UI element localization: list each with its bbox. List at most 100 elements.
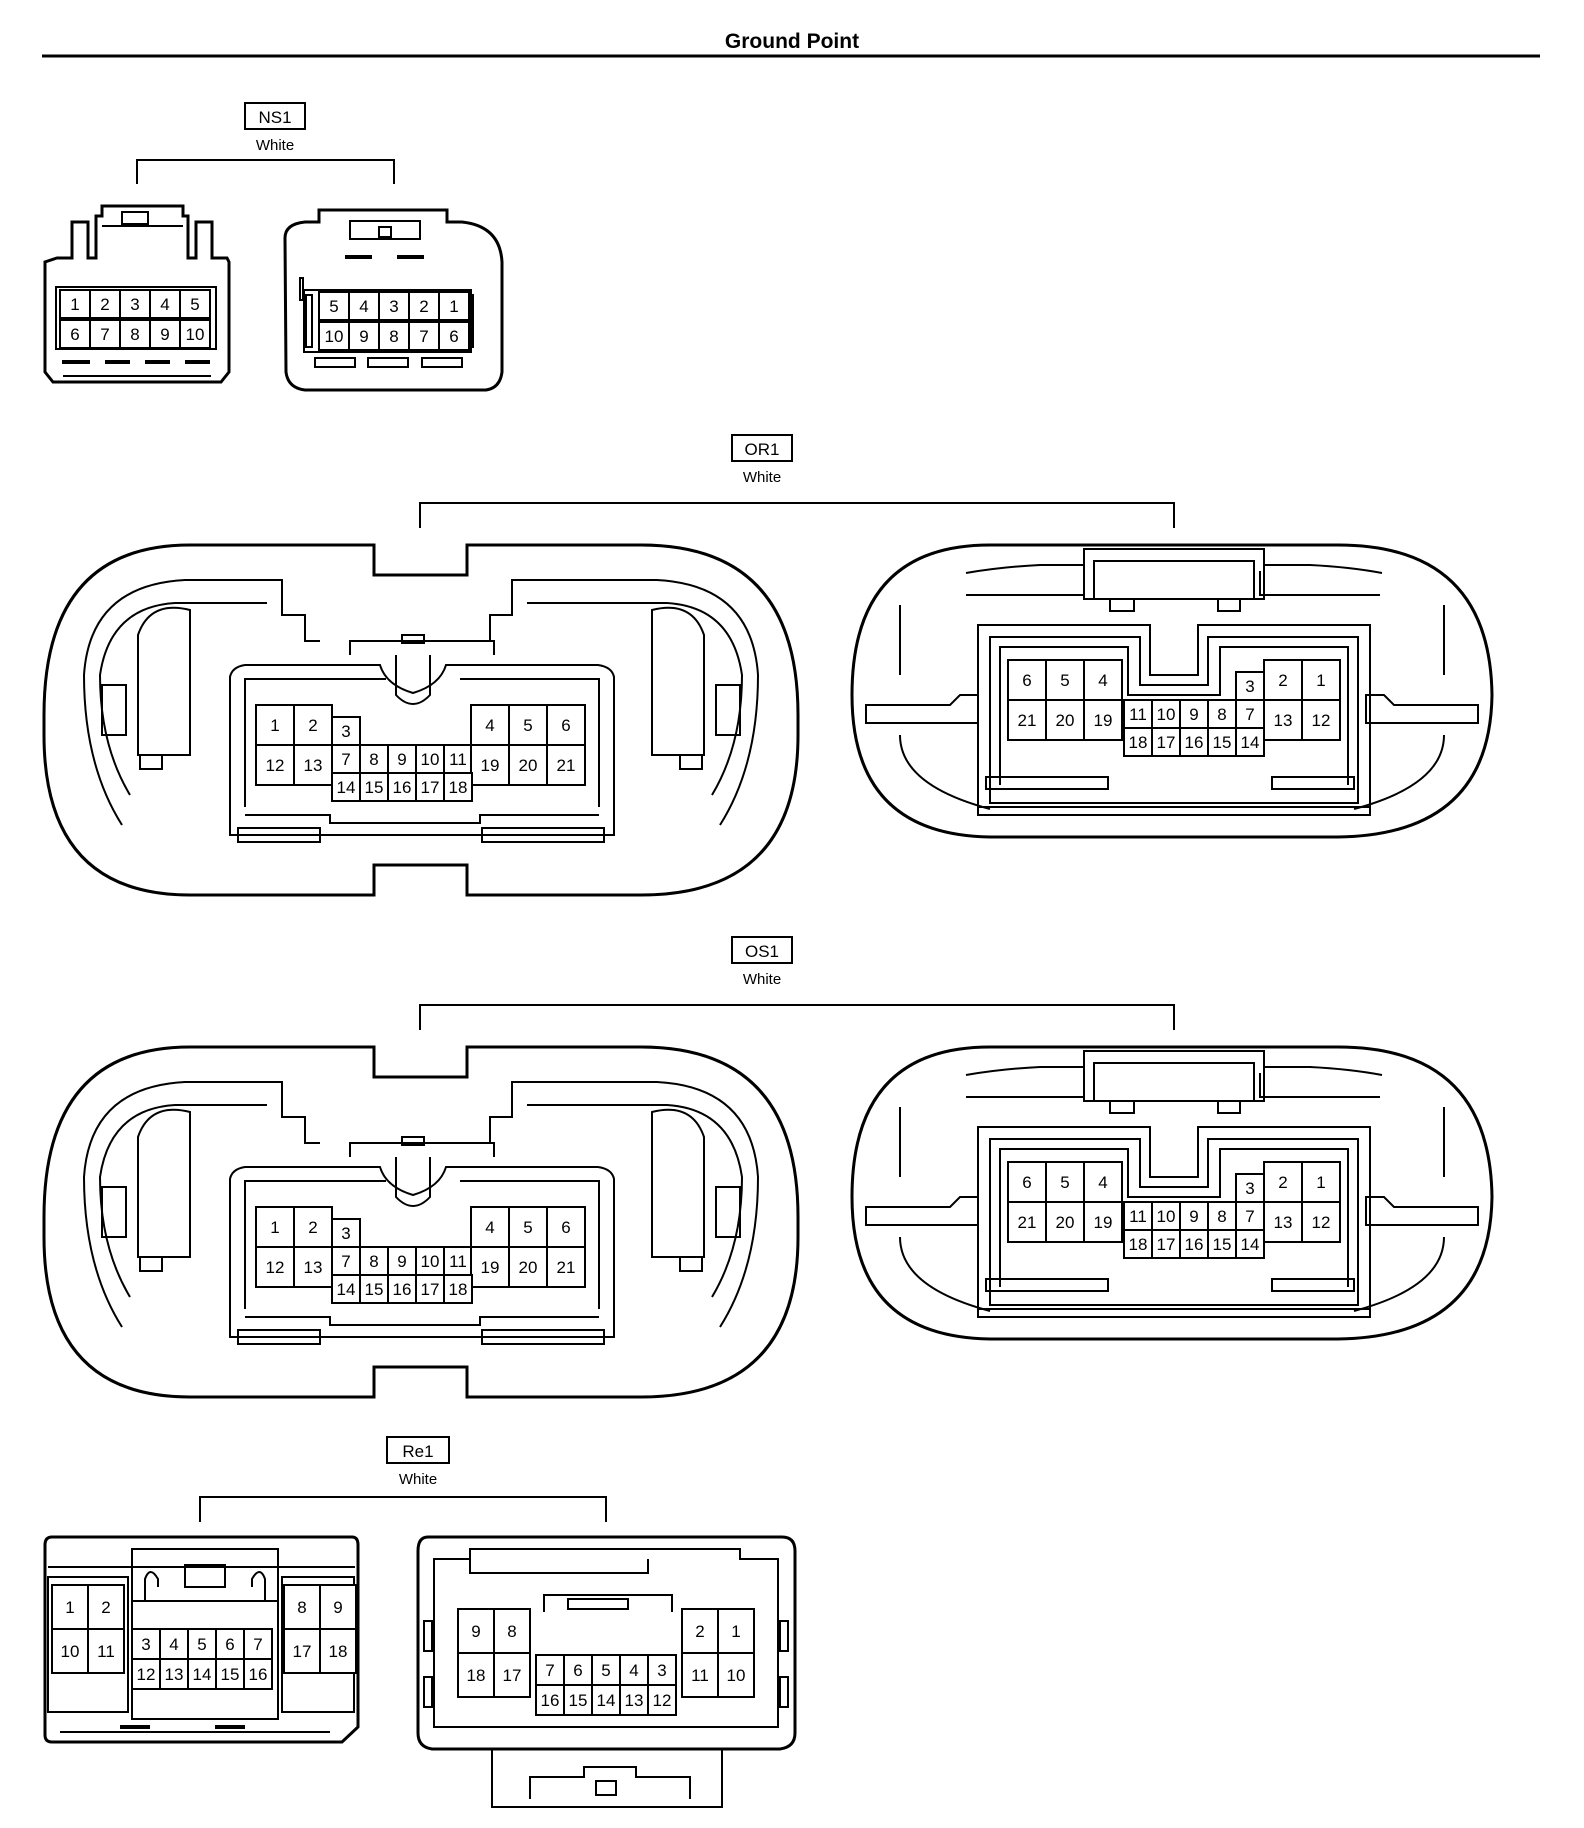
pin-number: 2 [695,1622,704,1641]
pin-number: 12 [137,1665,156,1684]
pin-cell: 9 [1179,1201,1209,1231]
pin-cell: 17 [415,1274,445,1304]
pin-cell: 12 [255,1246,295,1288]
pin-cell: 11 [681,1652,719,1698]
pin-number: 1 [270,716,279,735]
pin-cell: 17 [493,1652,531,1698]
pin-number: 7 [1245,705,1254,724]
pin-number: 10 [186,325,205,344]
pin-number: 17 [1157,1235,1176,1254]
pin-cell: 1 [51,1584,89,1630]
connector-id-label: OR1 [745,440,780,459]
pin-number: 16 [1185,733,1204,752]
pin-cell: 5 [187,1628,217,1660]
pin-number: 11 [97,1642,115,1661]
pin-cell: 16 [387,1274,417,1304]
pin-number: 3 [389,297,398,316]
pin-cell: 14 [1235,1229,1265,1259]
pin-cell: 16 [535,1684,565,1716]
pin-cell: 6 [215,1628,245,1660]
pin-number: 13 [304,756,323,775]
pin-cell: 11 [87,1628,125,1674]
pin-number: 5 [523,1218,532,1237]
pin-number: 15 [365,778,384,797]
pin-cell: 5 [508,1206,548,1248]
pin-cell: 1 [1301,1161,1341,1203]
pin-number: 8 [297,1598,306,1617]
pin-number: 14 [337,778,356,797]
pin-number: 19 [481,1258,500,1277]
pin-cell: 12 [1301,699,1341,741]
pin-number: 12 [1312,711,1331,730]
pin-cell: 16 [387,772,417,802]
pin-number: 13 [1274,1213,1293,1232]
pin-cell: 17 [1151,1229,1181,1259]
pin-number: 10 [727,1666,746,1685]
pin-cell: 21 [546,744,586,786]
pin-number: 9 [397,750,406,769]
pin-cell: 10 [717,1652,755,1698]
pin-cell: 8 [359,744,389,774]
pin-cell: 2 [89,289,121,319]
pin-cell: 8 [359,1246,389,1276]
pin-number: 16 [541,1691,560,1710]
connector-id-label: NS1 [258,108,291,127]
pin-number: 10 [421,1252,440,1271]
pin-number: 1 [270,1218,279,1237]
pin-number: 20 [1056,1213,1075,1232]
pin-number: 13 [1274,711,1293,730]
pin-number: 4 [485,716,494,735]
pin-number: 6 [225,1635,234,1654]
pin-number: 14 [1241,733,1260,752]
pin-cell: 1 [1301,659,1341,701]
pin-cell: 16 [1179,1229,1209,1259]
pin-number: 8 [130,325,139,344]
pin-number: 15 [221,1665,240,1684]
pin-cell: 17 [1151,727,1181,757]
pin-cell: 9 [149,319,181,349]
connector-tag-box [386,1436,450,1464]
pin-number: 14 [1241,1235,1260,1254]
pin-cell: 21 [1007,699,1047,741]
pin-cell: 14 [591,1684,621,1716]
connector-bracket [199,1496,607,1522]
pin-number: 3 [657,1661,666,1680]
pin-cell: 6 [1007,659,1047,701]
pin-number: 9 [160,325,169,344]
pin-cell: 11 [443,1246,473,1276]
pin-number: 18 [449,778,468,797]
pin-number: 11 [449,1252,467,1271]
pin-cell: 8 [283,1584,321,1630]
pin-number: 11 [449,750,467,769]
pin-number: 6 [1022,671,1031,690]
pin-cell: 8 [1207,699,1237,729]
pin-number: 4 [1098,1173,1107,1192]
pin-number: 21 [557,756,576,775]
pin-cell: 21 [1007,1201,1047,1243]
pin-number: 9 [1189,1207,1198,1226]
pin-number: 5 [197,1635,206,1654]
connector-color-label: White [256,137,294,154]
pin-number: 2 [308,716,317,735]
pin-cell: 3 [1235,671,1265,701]
pin-number: 7 [1245,1207,1254,1226]
pin-cell: 10 [415,1246,445,1276]
pin-number: 10 [325,327,344,346]
pin-cell: 4 [470,704,510,746]
pin-number: 4 [629,1661,638,1680]
pin-cell: 14 [187,1658,217,1690]
pin-number: 16 [249,1665,268,1684]
pin-number: 8 [507,1622,516,1641]
pin-cell: 10 [415,744,445,774]
pin-cell: 1 [59,289,91,319]
pin-number: 19 [1094,711,1113,730]
pin-number: 3 [1245,1179,1254,1198]
pin-number: 8 [369,1252,378,1271]
pin-number: 19 [1094,1213,1113,1232]
pin-number: 6 [573,1661,582,1680]
pin-number: 9 [359,327,368,346]
